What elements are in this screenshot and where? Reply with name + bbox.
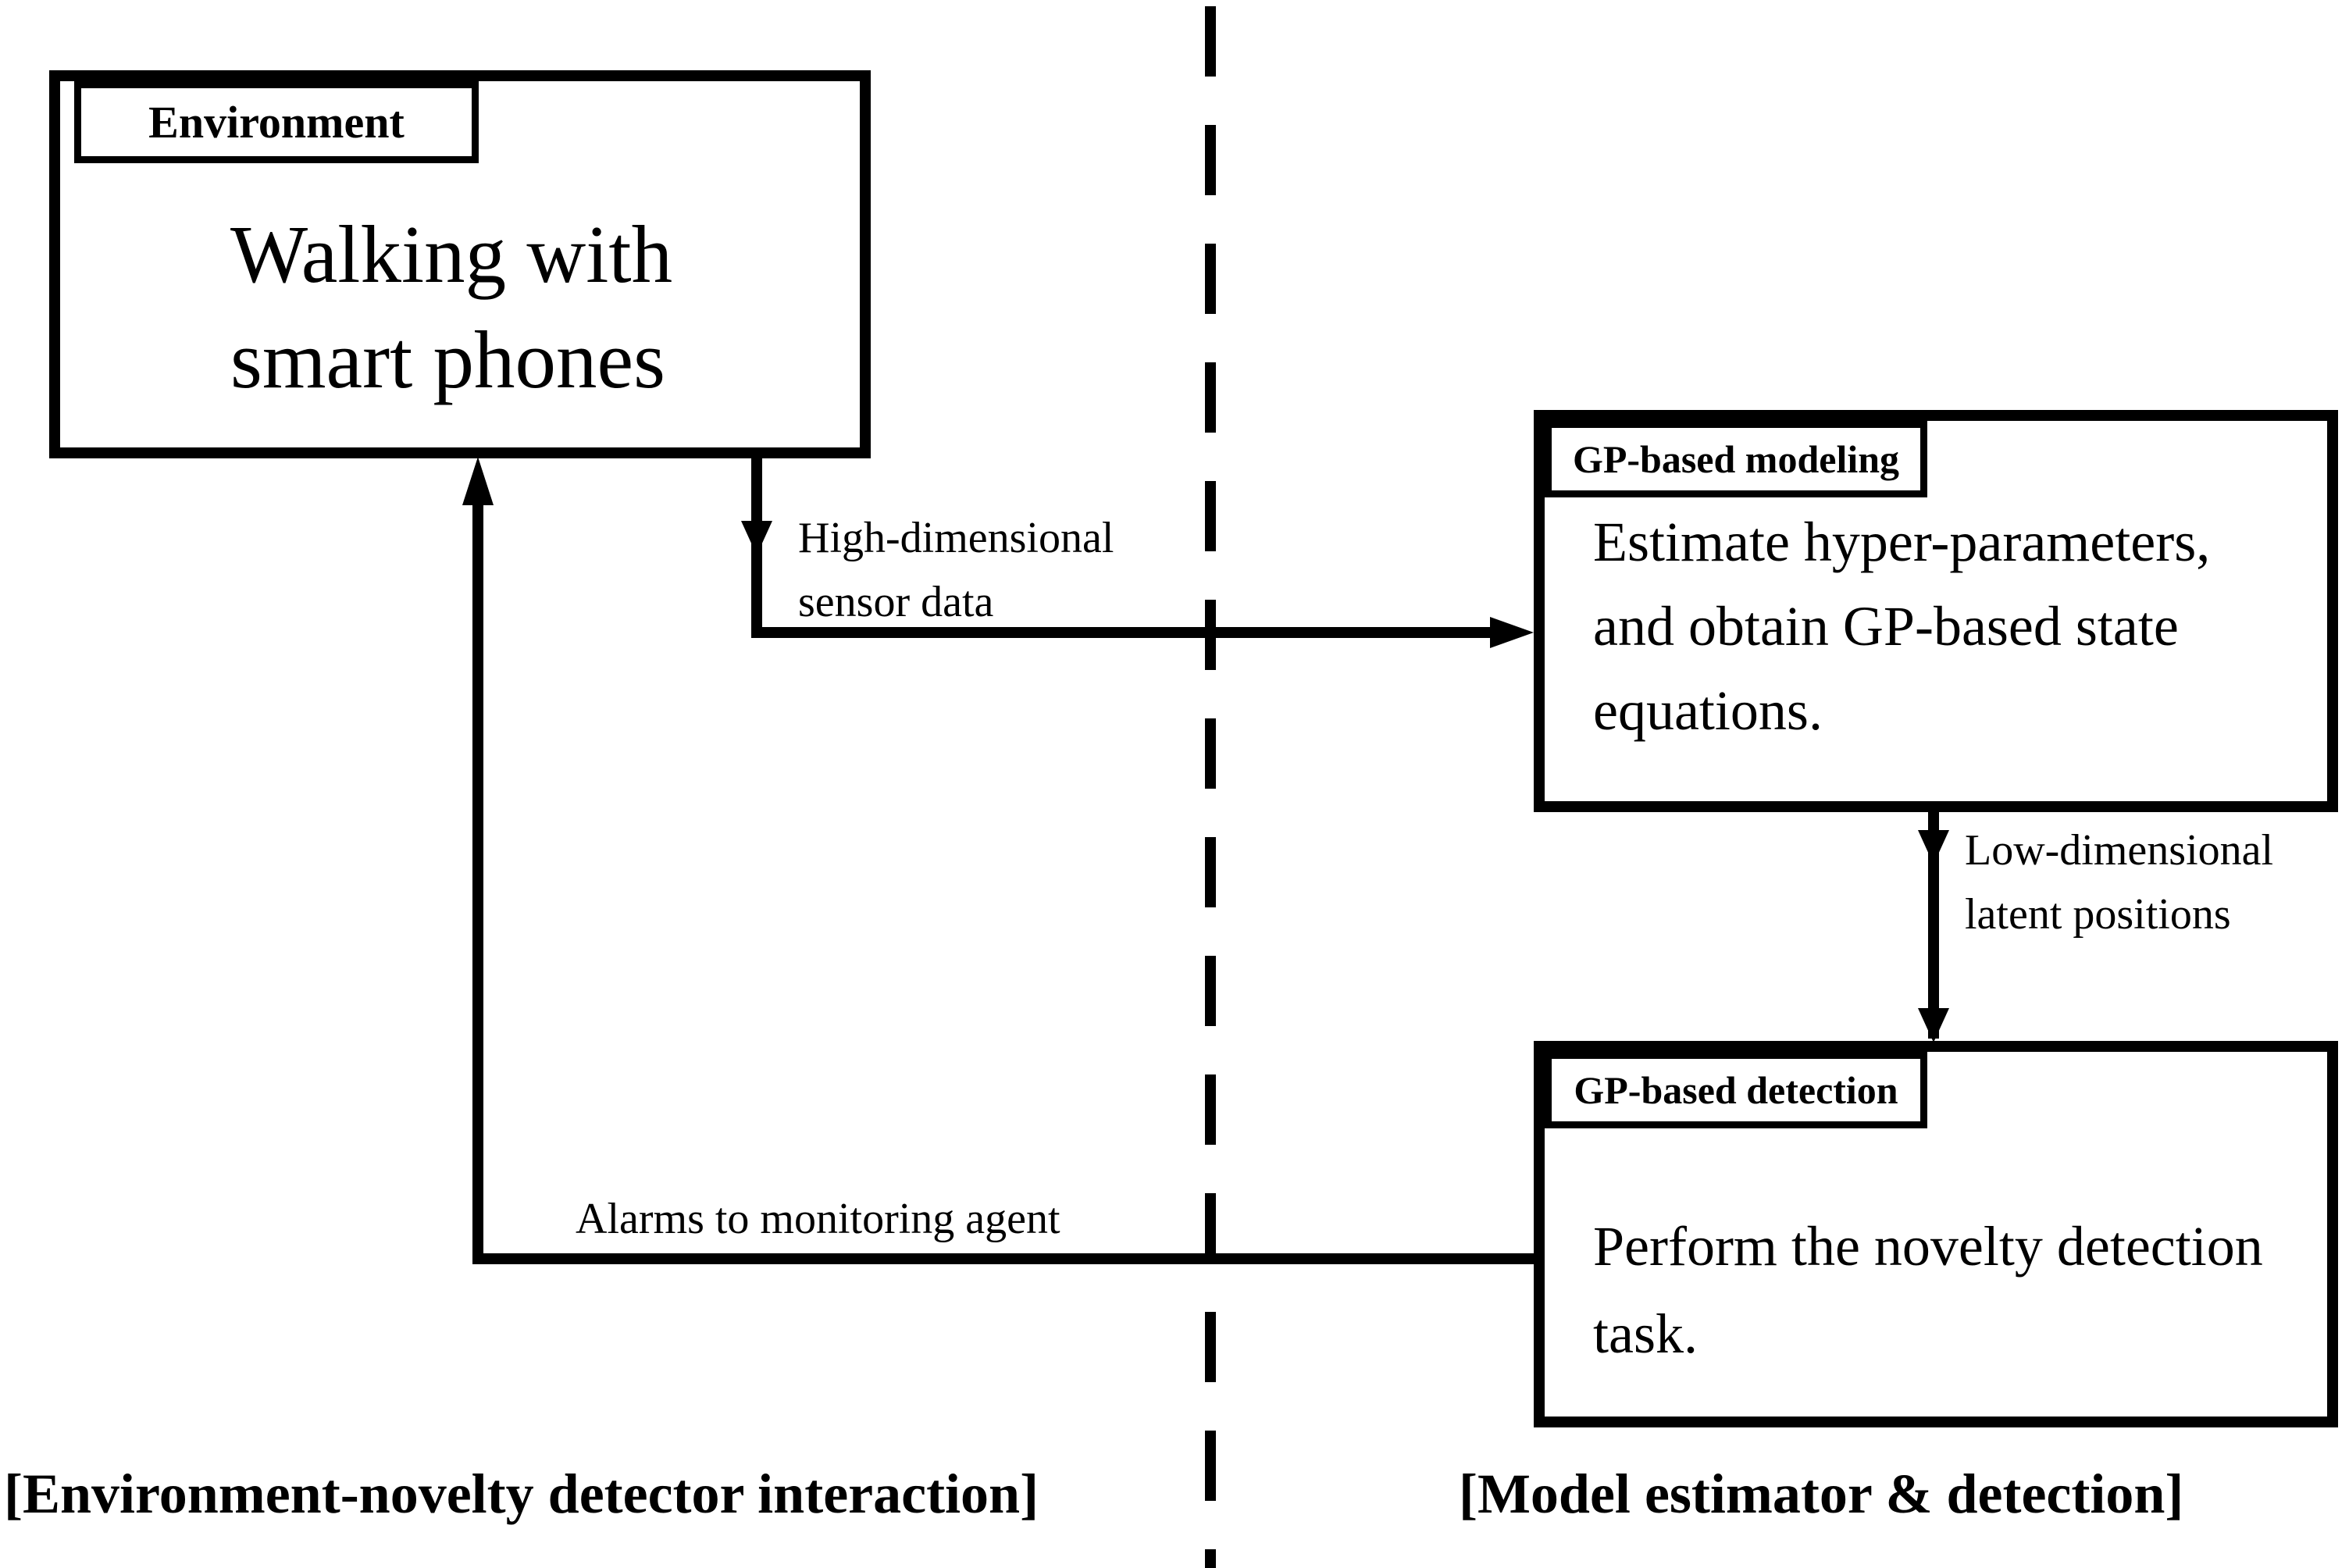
- gp-modeling-body-text: Estimate hyper-parameters, and obtain GP…: [1593, 500, 2210, 753]
- high-dimensional-sensor-data-label: High-dimensional sensor data: [798, 506, 1114, 634]
- gp-modeling-body-line: Estimate hyper-parameters,: [1593, 511, 2211, 573]
- arrow-high-dimensional-end-arrowhead-icon: [1490, 617, 1534, 648]
- alarms-label-line: Alarms to monitoring agent: [576, 1195, 1060, 1243]
- gp-modeling-box: [1534, 410, 2338, 812]
- gp-modeling-tab-label: GP-based modeling: [1572, 437, 1900, 481]
- gp-detection-tab-label: GP-based detection: [1574, 1068, 1898, 1112]
- environment-tab-label: Environment: [148, 97, 405, 148]
- gp-detection-tab: GP-based detection: [1545, 1052, 1927, 1128]
- arrow-low-dimensional-end-arrowhead-icon: [1918, 1008, 1949, 1042]
- gp-detection-body-line: Perform the novelty detection: [1593, 1215, 2263, 1278]
- caption-environment-novelty-detector-interaction: [Environment-novelty detector interactio…: [4, 1463, 1039, 1525]
- gp-detection-body-line: task.: [1593, 1303, 1698, 1365]
- alarms-to-monitoring-agent-label: Alarms to monitoring agent: [576, 1187, 1060, 1251]
- arrow-alarms-up-arrowhead-icon: [462, 457, 494, 505]
- arrow-high-dimensional-mid-arrowhead-icon: [741, 521, 772, 555]
- low-dimensional-label-line: Low-dimensional: [1965, 826, 2274, 875]
- arrow-low-dimensional-mid-arrowhead-icon: [1918, 830, 1949, 864]
- gp-detection-body-text: Perform the novelty detection task.: [1593, 1203, 2263, 1377]
- gp-modeling-body-line: and obtain GP-based state: [1593, 595, 2179, 657]
- high-dimensional-label-line: High-dimensional: [798, 514, 1114, 562]
- low-dimensional-latent-positions-label: Low-dimensional latent positions: [1965, 818, 2273, 946]
- gp-modeling-body-line: equations.: [1593, 679, 1823, 742]
- caption-model-estimator-and-detection: [Model estimator & detection]: [1459, 1463, 2184, 1525]
- high-dimensional-label-line: sensor data: [798, 578, 994, 626]
- low-dimensional-label-line: latent positions: [1965, 890, 2231, 939]
- environment-body-text: Walking with smart phones: [230, 201, 672, 412]
- arrow-alarms-line: [472, 500, 1540, 1264]
- environment-tab: Environment: [74, 81, 479, 163]
- environment-body-line: smart phones: [230, 314, 665, 405]
- arrow-high-dimensional-line: [751, 453, 1495, 638]
- gp-modeling-tab: GP-based modeling: [1545, 421, 1927, 497]
- environment-body-line: Walking with: [230, 208, 673, 300]
